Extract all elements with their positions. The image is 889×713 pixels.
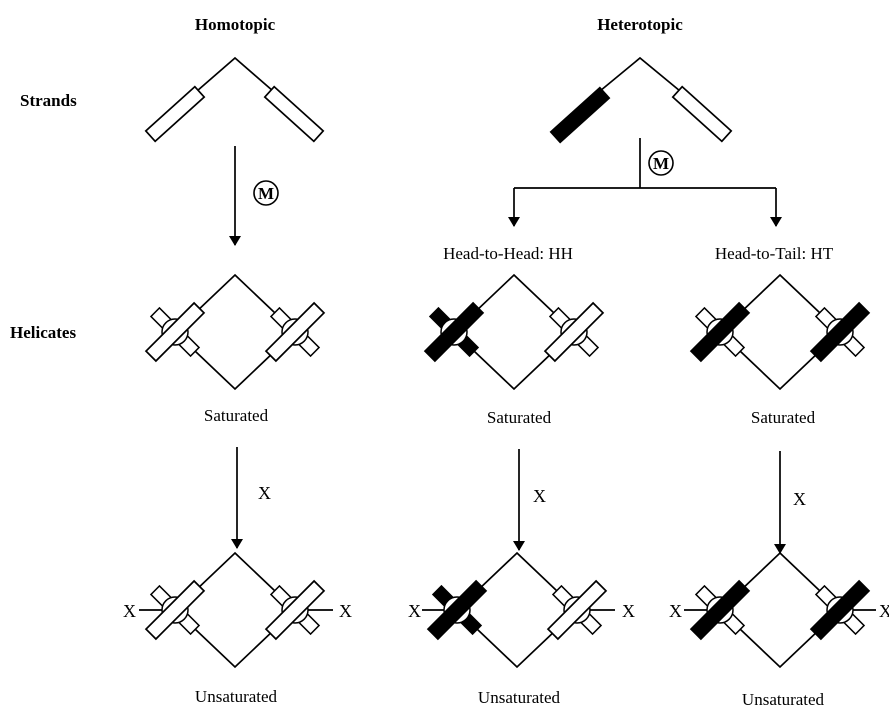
guest-x-homotopic-left: X [123, 601, 136, 621]
svg-text:M: M [258, 184, 274, 203]
guest-x-head-to-tail-right: X [879, 601, 889, 621]
saturated-helicate-homotopic [145, 273, 325, 391]
label-head-to-head: Head-to-Head: HH [443, 244, 573, 263]
saturated-helicate-head-to-head [424, 273, 604, 391]
svg-text:M: M [653, 154, 669, 173]
guest-symbol-head-to-head: X [533, 486, 546, 506]
guest-symbol-head-to-tail: X [793, 489, 806, 509]
metal-symbol-homotopic: M [253, 180, 279, 206]
row-label-helicates: Helicates [10, 323, 76, 342]
unsaturated-helicate-homotopic [139, 551, 333, 669]
metal-symbol-heterotopic: M [648, 150, 674, 176]
saturated-helicate-head-to-tail [690, 273, 870, 391]
guest-x-head-to-head-left: X [408, 601, 421, 621]
guest-symbol-homotopic: X [258, 483, 271, 503]
label-saturated-head-to-head: Saturated [487, 408, 552, 427]
heterotopic-strand [549, 56, 733, 144]
label-unsaturated-head-to-head: Unsaturated [478, 688, 561, 707]
label-head-to-tail: Head-to-Tail: HT [715, 244, 834, 263]
label-unsaturated-head-to-tail: Unsaturated [742, 690, 825, 709]
unsaturated-helicate-head-to-head [422, 551, 615, 669]
row-label-strands: Strands [20, 91, 77, 110]
metal-branch-arrow-heterotopic [508, 138, 782, 227]
label-unsaturated-homotopic: Unsaturated [195, 687, 278, 706]
guest-x-homotopic-right: X [339, 601, 352, 621]
guest-x-head-to-tail-left: X [669, 601, 682, 621]
homotopic-strand [144, 56, 325, 143]
header-heterotopic: Heterotopic [597, 15, 683, 34]
unsaturated-helicate-head-to-tail [684, 551, 876, 669]
header-homotopic: Homotopic [195, 15, 276, 34]
guest-x-head-to-head-right: X [622, 601, 635, 621]
label-saturated-homotopic: Saturated [204, 406, 269, 425]
label-saturated-head-to-tail: Saturated [751, 408, 816, 427]
